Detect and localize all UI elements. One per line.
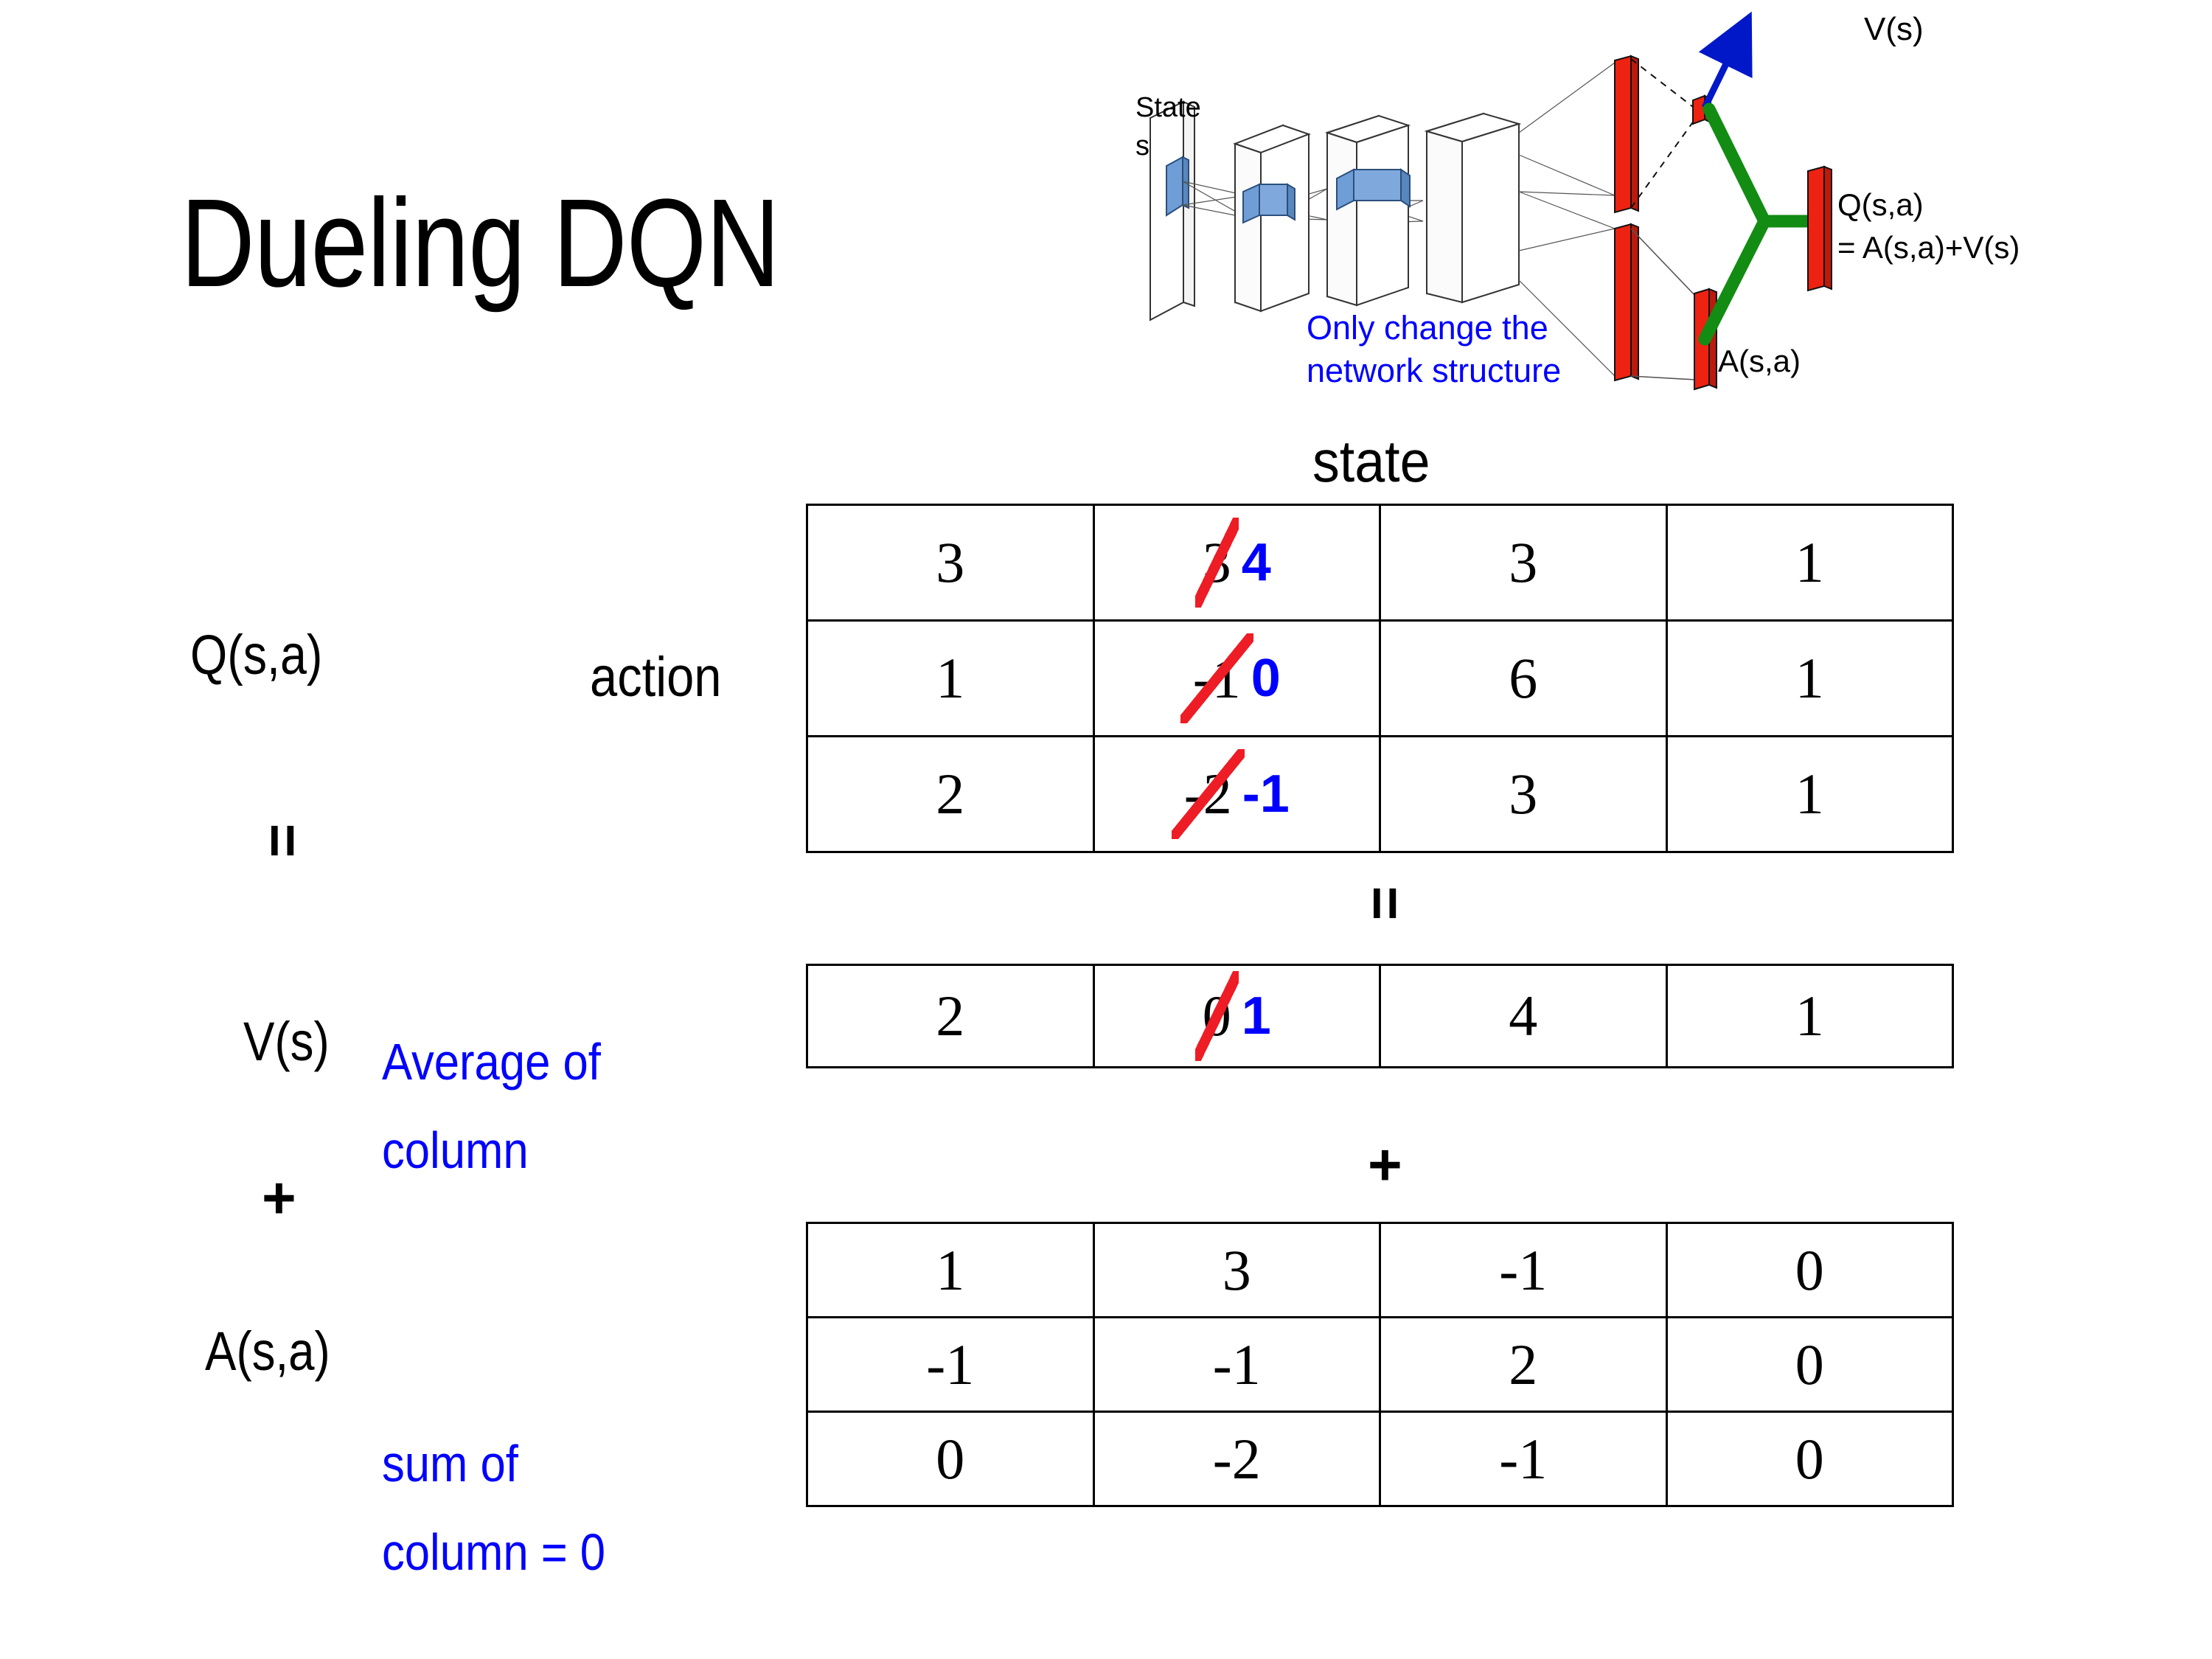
table-row: 2 0 1 4 1 [806,964,1954,1068]
a-cell-r2c0[interactable]: 0 [806,1411,1095,1507]
diagram-caption-line1: Only change the [1307,309,1548,347]
diagram-caption-line2: network structure [1307,352,1561,389]
a-cell-r1c3[interactable]: 0 [1665,1316,1954,1413]
table-row: 0 -2 -1 0 [806,1411,1954,1507]
dueling-network-diagram: V(s) State s A(s,a) Q(s,a) = A(s,a)+V(s)… [1106,7,2205,406]
table-row: -1 -1 2 0 [806,1316,1954,1413]
table-row: 1 -1 0 6 1 [806,619,1954,737]
q-cell-r2c2[interactable]: 3 [1379,735,1668,853]
plus-left-v-to-a: + [262,1165,296,1231]
advantage-table: 1 3 -1 0 -1 -1 2 0 0 -2 -1 0 [806,1222,1954,1507]
v-note-line1: Average of [382,1033,601,1091]
table-row: 2 -2 -1 3 1 [806,735,1954,853]
q-cell-r0c1-new: 4 [1241,533,1271,592]
q-cell-r1c1-new: 0 [1251,649,1281,708]
a-cell-r0c2[interactable]: -1 [1379,1222,1668,1318]
equals-mid-q-to-v: = [1352,874,1418,933]
q-cell-r1c1-old: -1 [1180,633,1253,724]
a-cell-r0c0[interactable]: 1 [806,1222,1095,1318]
a-cell-r0c3[interactable]: 0 [1665,1222,1954,1318]
v-function-label: V(s) [243,1011,330,1072]
v-cell-c0[interactable]: 2 [806,964,1095,1068]
q-value-table: 3 3 4 3 1 1 -1 0 6 1 2 -2 -1 3 1 [806,504,1954,853]
v-note-line2: column [382,1121,529,1179]
q-cell-r2c1-new: -1 [1242,765,1290,824]
diagram-v-label: V(s) [1864,11,1924,47]
q-cell-r0c2[interactable]: 3 [1379,504,1668,622]
a-cell-r0c1[interactable]: 3 [1092,1222,1381,1318]
q-cell-r0c1-old: 3 [1194,517,1239,608]
action-axis-label: action [590,646,722,709]
q-cell-r2c1[interactable]: -2 -1 [1092,735,1381,853]
v-cell-c2[interactable]: 4 [1379,964,1668,1068]
v-cell-c1-old: 0 [1194,970,1239,1062]
a-cell-r1c1[interactable]: -1 [1092,1316,1381,1413]
diagram-a-label: A(s,a) [1718,344,1801,378]
v-cell-c1[interactable]: 0 1 [1092,964,1381,1068]
q-cell-r1c1[interactable]: -1 0 [1092,619,1381,737]
a-cell-r2c3[interactable]: 0 [1665,1411,1954,1507]
a-function-label: A(s,a) [205,1321,330,1382]
v-cell-c1-new: 1 [1241,987,1271,1046]
table-row: 1 3 -1 0 [806,1222,1954,1318]
a-note-line1: sum of [382,1435,518,1492]
page-title: Dueling DQN [181,173,780,313]
q-cell-r2c3[interactable]: 1 [1665,735,1954,853]
equals-left-q-to-v: = [250,811,316,870]
q-cell-r2c1-old: -2 [1171,748,1245,840]
table-row: 3 3 4 3 1 [806,504,1954,622]
q-cell-r1c3[interactable]: 1 [1665,619,1954,737]
a-note-line2: column = 0 [382,1523,606,1581]
a-cell-r2c1[interactable]: -2 [1092,1411,1381,1507]
a-cell-r2c2[interactable]: -1 [1379,1411,1668,1507]
equals-glyph: = [250,823,316,858]
q-cell-r0c3[interactable]: 1 [1665,504,1954,622]
state-axis-label: state [1312,428,1430,494]
q-cell-r1c2[interactable]: 6 [1379,619,1668,737]
diagram-state-label-line2: s [1135,131,1150,161]
q-cell-r2c0[interactable]: 2 [806,735,1095,853]
diagram-q-label-line1: Q(s,a) [1837,187,1924,222]
v-value-table: 2 0 1 4 1 [806,964,1954,1068]
a-cell-r1c0[interactable]: -1 [806,1316,1095,1413]
v-cell-c3[interactable]: 1 [1665,964,1954,1068]
q-function-label: Q(s,a) [190,624,323,686]
equals-glyph-mid: = [1352,886,1419,921]
a-cell-r1c2[interactable]: 2 [1379,1316,1668,1413]
q-cell-r0c1[interactable]: 3 4 [1092,504,1381,622]
diagram-state-label-line1: State [1135,92,1201,123]
q-cell-r1c0[interactable]: 1 [806,619,1095,737]
diagram-q-label-line2: = A(s,a)+V(s) [1837,230,2020,265]
q-cell-r0c0[interactable]: 3 [806,504,1095,622]
plus-mid-v-to-a: + [1368,1132,1402,1197]
